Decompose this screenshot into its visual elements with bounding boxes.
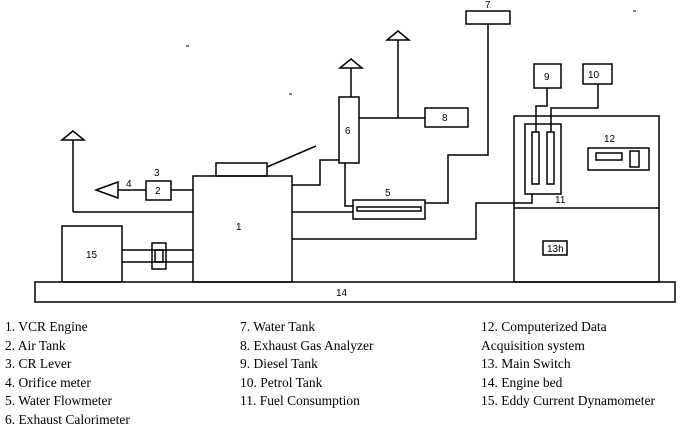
legend-item: 11. Fuel Consumption xyxy=(240,393,360,408)
legend-item: 9. Diesel Tank xyxy=(240,356,318,371)
label-fuel-consumption: 11 xyxy=(555,195,566,206)
legend-item: 5. Water Flowmeter xyxy=(5,393,113,408)
label-orifice-meter: 4 xyxy=(126,179,132,190)
legend-item: 12. Computerized Data xyxy=(481,319,607,334)
fuel-line-to-engine xyxy=(292,194,533,240)
fuel-consumption-unit xyxy=(524,123,562,195)
legend-item: 10. Petrol Tank xyxy=(240,374,323,390)
dynamometer xyxy=(61,225,123,283)
label-engine-bed: 14 xyxy=(336,288,348,299)
orifice-meter xyxy=(93,180,119,200)
legend-item: 4. Orifice meter xyxy=(5,374,91,390)
label-exhaust-gas-analyzer: 8 xyxy=(442,113,448,124)
label-dynamometer: 15 xyxy=(86,250,98,261)
legend-item: 8. Exhaust Gas Analyzer xyxy=(240,337,374,353)
fuel-tube-left xyxy=(531,131,540,185)
legend-item: Acquisition system xyxy=(481,337,585,353)
label-cr-lever: 3 xyxy=(154,168,160,179)
exhaust-vent-left xyxy=(59,130,87,141)
coupling-inner xyxy=(154,249,164,263)
display-screen xyxy=(595,152,623,161)
legend-item: 15. Eddy Current Dynamometer xyxy=(481,393,655,408)
legend-item: 3. CR Lever xyxy=(5,356,72,371)
water-supply-pipe xyxy=(425,24,489,204)
component-legend: 1. VCR Engine 2. Air Tank 3. CR Lever 4.… xyxy=(0,318,685,434)
data-acquisition-display xyxy=(587,147,650,171)
legend-item: 1. VCR Engine xyxy=(5,319,88,334)
petrol-line xyxy=(550,84,599,132)
legend-item: 13. Main Switch xyxy=(481,356,571,371)
fuel-tube-right xyxy=(546,131,555,185)
exhaust-calorimeter xyxy=(338,96,360,164)
engine-to-calorimeter xyxy=(292,159,339,186)
legend-item: 6. Exhaust Calorimeter xyxy=(5,411,130,427)
label-data-acquisition: 12 xyxy=(604,134,616,145)
main-switch xyxy=(542,240,568,256)
control-panel xyxy=(513,115,660,283)
legend-item: 14. Engine bed xyxy=(481,374,563,390)
water-flowmeter xyxy=(352,199,426,220)
display-indicator xyxy=(629,150,640,168)
label-water-tank: 7 xyxy=(485,0,491,11)
label-air-tank: 2 xyxy=(155,186,161,197)
engine-bed xyxy=(34,281,676,303)
water-flowmeter-tube xyxy=(356,206,422,212)
engine-setup-schematic: 14 15 1 2 3 4 6 8 7 5 11 xyxy=(34,0,676,303)
legend-item: 2. Air Tank xyxy=(5,337,66,353)
diesel-line xyxy=(535,88,548,132)
exhaust-vent-mid xyxy=(337,58,365,69)
coupling xyxy=(151,242,167,270)
cr-lever-arm xyxy=(266,145,317,168)
legend-item: 7. Water Tank xyxy=(240,319,316,334)
label-diesel-tank: 9 xyxy=(544,72,550,83)
exhaust-gas-analyzer xyxy=(424,107,469,128)
label-exhaust-calorimeter: 6 xyxy=(345,126,351,137)
legend-column-2: 7. Water Tank 8. Exhaust Gas Analyzer 9.… xyxy=(240,318,373,411)
label-main-switch: 13h xyxy=(547,244,564,255)
vcr-engine xyxy=(192,175,293,283)
engine-head xyxy=(215,162,268,177)
calorimeter-to-flowmeter xyxy=(344,163,353,207)
legend-column-1: 1. VCR Engine 2. Air Tank 3. CR Lever 4.… xyxy=(5,318,130,429)
water-tank xyxy=(465,10,511,25)
legend-column-3: 12. Computerized Data Acquisition system… xyxy=(481,318,655,411)
label-water-flowmeter: 5 xyxy=(385,188,391,199)
exhaust-vent-top xyxy=(384,30,412,41)
label-petrol-tank: 10 xyxy=(588,70,600,81)
label-engine: 1 xyxy=(236,222,242,233)
